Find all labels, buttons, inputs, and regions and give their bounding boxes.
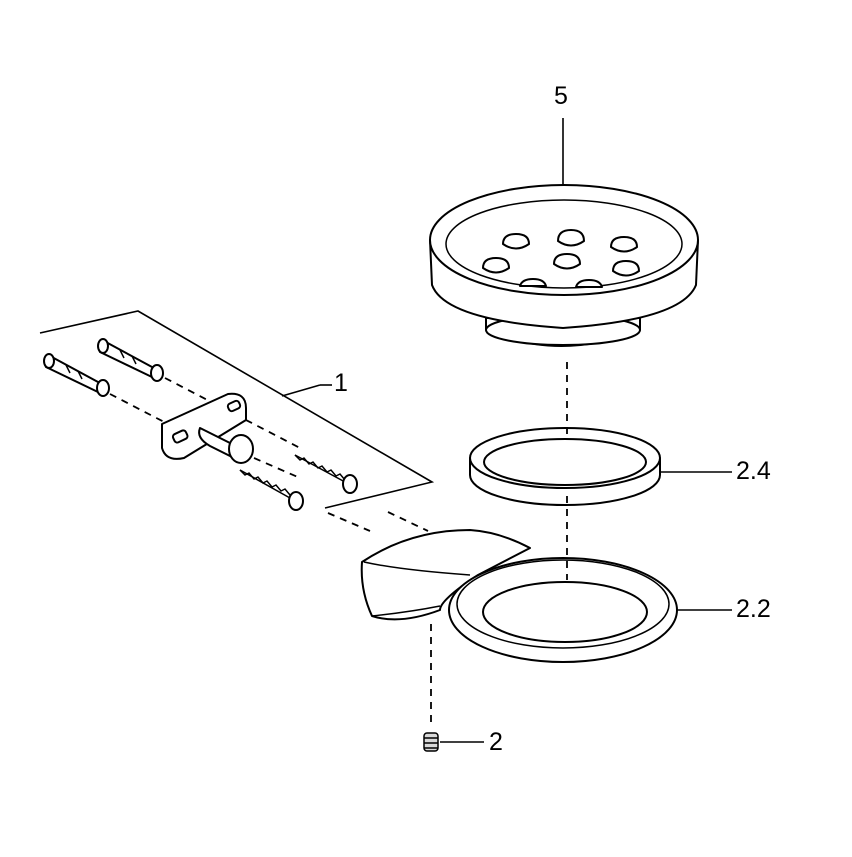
label-part-2-2: 2.2 bbox=[736, 595, 771, 623]
wall-anchor-upper bbox=[97, 338, 164, 382]
wall-anchor-lower bbox=[43, 353, 110, 397]
mounting-kit-outline bbox=[39, 310, 435, 509]
drain-bumps bbox=[482, 229, 640, 288]
label-part-5: 5 bbox=[554, 82, 568, 110]
gasket-ring bbox=[469, 427, 661, 506]
soap-dish bbox=[429, 184, 699, 347]
holder-ring bbox=[448, 557, 678, 663]
label-part-1: 1 bbox=[334, 369, 348, 397]
label-part-2-4: 2.4 bbox=[736, 457, 771, 485]
label-part-2: 2 bbox=[489, 728, 503, 756]
set-screw bbox=[423, 732, 439, 752]
screw-upper bbox=[294, 454, 358, 494]
wall-plate bbox=[161, 392, 254, 464]
screw-lower bbox=[239, 469, 304, 511]
